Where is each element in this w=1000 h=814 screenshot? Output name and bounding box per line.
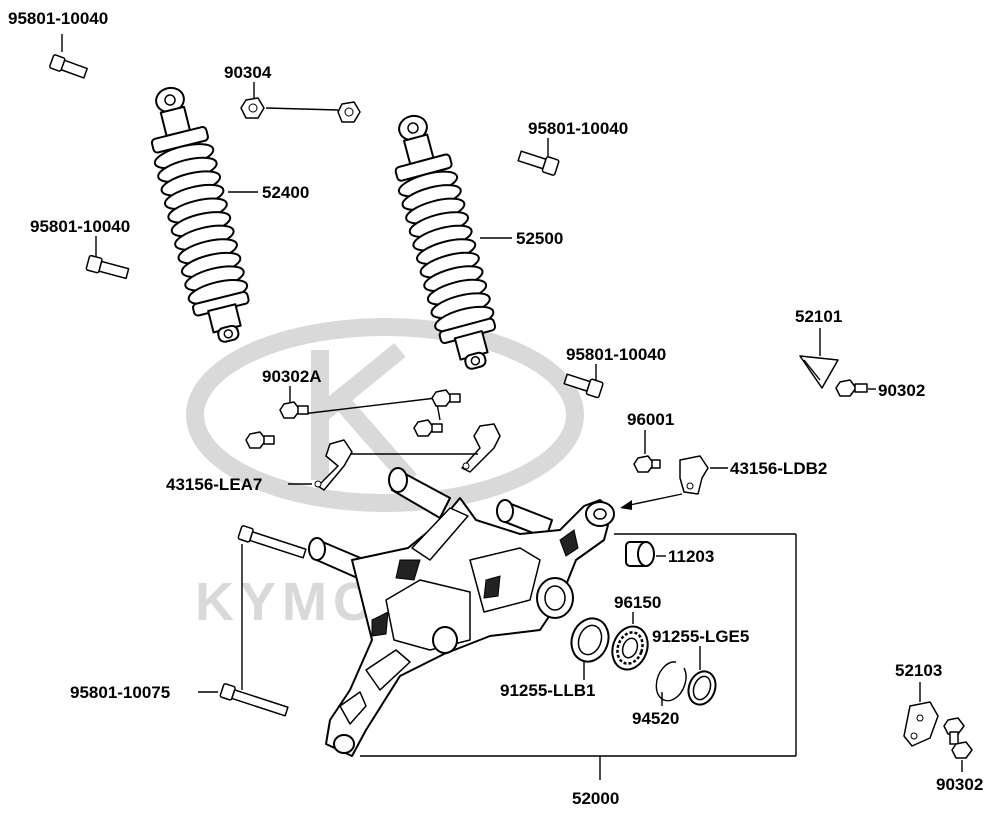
nut-90304-part bbox=[240, 82, 361, 123]
shock-absorber-right bbox=[394, 114, 512, 370]
bolt-long-part bbox=[198, 525, 307, 717]
label-seal-llb1: 91255-LLB1 bbox=[500, 681, 595, 700]
bolt-top-left-part bbox=[49, 34, 88, 79]
label-bracket-52101: 52101 bbox=[795, 307, 842, 326]
label-circlip-94520: 94520 bbox=[632, 709, 679, 728]
bearing-96150-part bbox=[611, 612, 649, 671]
label-bushing-11203: 11203 bbox=[668, 547, 714, 566]
label-arm-52000: 52000 bbox=[572, 789, 619, 808]
bracket-52103-part bbox=[903, 682, 939, 747]
label-collar-96001: 96001 bbox=[627, 410, 674, 429]
circlip-94520-part bbox=[655, 661, 687, 706]
seal-lge5-part bbox=[687, 646, 717, 706]
label-bolt-top-left: 95801-10040 bbox=[8, 9, 108, 28]
bolt-90302-b-part bbox=[943, 717, 973, 772]
label-bolt-90302-a: 90302 bbox=[878, 381, 925, 400]
label-bracket-52103: 52103 bbox=[895, 661, 942, 680]
bushing-11203-part bbox=[625, 541, 666, 567]
bolt-center-part bbox=[563, 364, 604, 399]
bolt-top-center-part bbox=[517, 138, 560, 176]
assembly-bracket-lines bbox=[360, 533, 797, 780]
bolt-mid-left-part bbox=[85, 236, 130, 280]
label-nut-90304: 90304 bbox=[224, 63, 272, 82]
bracket-52101-part bbox=[799, 328, 839, 389]
seal-llb1-part bbox=[570, 617, 610, 680]
label-bolts-90302A: 90302A bbox=[262, 367, 322, 386]
label-clamp-ldb2: 43156-LDB2 bbox=[730, 459, 827, 478]
label-bearing-96150: 96150 bbox=[614, 593, 661, 612]
label-bolt-90302-b: 90302 bbox=[936, 775, 983, 794]
bolt-90302-a-part bbox=[835, 379, 876, 397]
label-bolt-top-center: 95801-10040 bbox=[528, 119, 628, 138]
clamp-lea7-part bbox=[288, 423, 501, 491]
label-bolt-long: 95801-10075 bbox=[70, 683, 170, 702]
clamp-ldb2-part bbox=[620, 455, 728, 510]
bolts-90302A-part bbox=[245, 386, 461, 449]
collar-96001-part bbox=[633, 430, 661, 473]
shock-absorber-left bbox=[150, 86, 258, 343]
label-seal-lge5: 91255-LGE5 bbox=[652, 627, 749, 646]
label-shock-left: 52400 bbox=[262, 183, 309, 202]
label-shock-right: 52500 bbox=[516, 229, 563, 248]
label-bolt-center: 95801-10040 bbox=[566, 345, 666, 364]
label-bolt-mid-left: 95801-10040 bbox=[30, 217, 130, 236]
label-clamp-lea7: 43156-LEA7 bbox=[166, 475, 262, 494]
swing-arm-52000-part bbox=[308, 467, 615, 757]
